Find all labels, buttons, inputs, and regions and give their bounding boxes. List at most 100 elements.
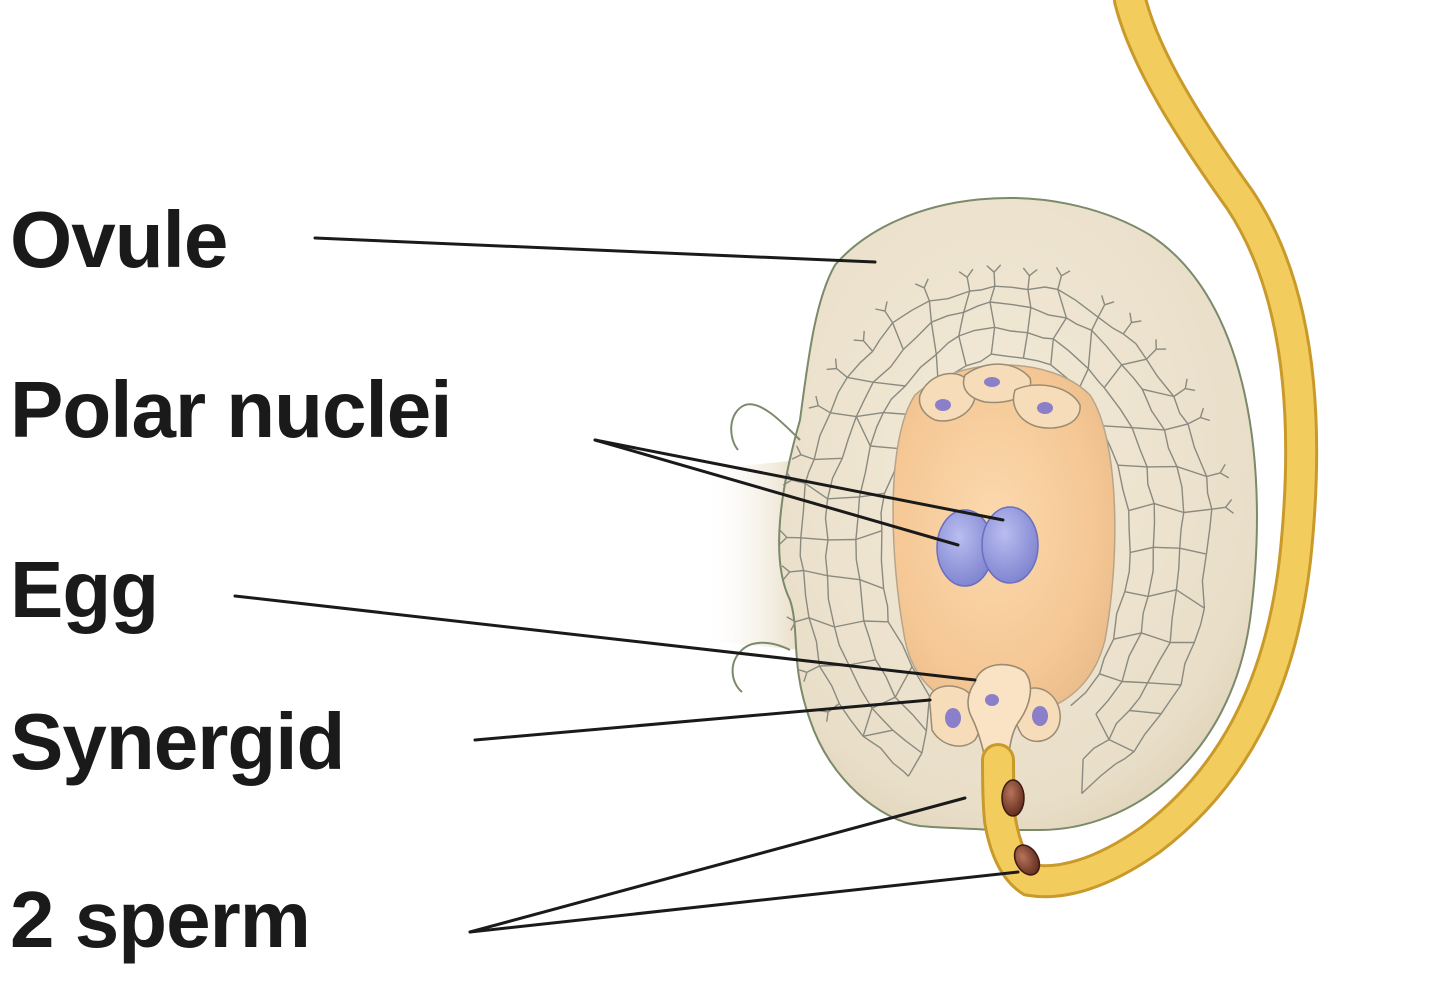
cell-wall — [863, 620, 877, 660]
cell-wall — [911, 666, 931, 697]
cell-wall — [827, 496, 860, 500]
cell-wall — [855, 539, 861, 580]
cell-branch — [986, 264, 1002, 287]
label-2-sperm: 2 sperm — [10, 875, 311, 964]
cell-wall — [958, 312, 965, 337]
label-synergid: Synergid — [10, 697, 345, 786]
cell-wall — [882, 588, 889, 622]
cell-wall — [1023, 357, 1052, 366]
cell-wall — [1057, 289, 1068, 319]
cell-wall — [1099, 673, 1123, 683]
cell-wall — [931, 311, 964, 323]
cell-wall — [880, 530, 885, 589]
cell-wall — [833, 626, 850, 666]
cell-branch — [1173, 378, 1196, 398]
cell-wall — [1176, 589, 1205, 609]
cell-wall — [875, 659, 896, 698]
cell-wall — [1052, 338, 1089, 370]
cell-wall — [1152, 503, 1156, 548]
cell-branch — [797, 665, 820, 682]
cell-wall — [1132, 427, 1165, 431]
leader-polar-a — [593, 438, 1005, 522]
cell-wall — [1130, 546, 1154, 554]
cell-wall — [1097, 316, 1124, 335]
cell-wall — [841, 416, 857, 459]
cell-wall — [856, 411, 884, 418]
cell-wall — [904, 353, 937, 387]
cell-wall — [870, 445, 899, 450]
cell-wall — [1052, 317, 1067, 340]
cell-wall — [1081, 759, 1084, 794]
funiculus — [700, 460, 800, 650]
cell-wall — [929, 290, 970, 302]
cell-branch — [1122, 312, 1142, 335]
cell-wall — [1082, 738, 1110, 760]
cell-wall — [891, 322, 904, 350]
cell-wall — [1122, 680, 1148, 684]
cell-wall — [858, 445, 871, 498]
cell-wall — [1117, 465, 1130, 511]
cell-branch — [781, 565, 804, 581]
cell-wall — [1081, 763, 1117, 795]
cell-branch — [786, 616, 810, 631]
cell-wall — [902, 321, 932, 351]
cell-wall — [1169, 589, 1178, 643]
integument-upper-lip — [730, 403, 801, 451]
cell-wall — [1121, 632, 1142, 682]
cell-wall — [800, 483, 806, 538]
cell-branch — [875, 301, 894, 324]
cell-wall — [1205, 509, 1213, 555]
cell-wall — [1030, 306, 1067, 319]
cell-wall — [1131, 427, 1148, 468]
cell-wall — [1141, 388, 1166, 431]
cell-wall — [991, 353, 1024, 359]
cell-wall — [1187, 423, 1208, 477]
cell-branch — [826, 358, 848, 378]
cell-wall — [958, 335, 967, 366]
cell-wall — [1112, 591, 1126, 640]
cell-wall — [800, 537, 829, 541]
cell-wall — [1027, 289, 1032, 308]
cell-wall — [829, 377, 848, 414]
cell-wall — [1103, 387, 1133, 429]
cell-wall — [1050, 338, 1054, 365]
cell-wall — [1027, 332, 1054, 340]
cell-wall — [1108, 710, 1130, 740]
cell-wall — [930, 322, 937, 355]
cell-wall — [824, 539, 829, 576]
cell-branch — [1097, 295, 1115, 318]
cell-wall — [1175, 548, 1181, 590]
cell-wall — [1147, 682, 1182, 686]
cell-wall — [965, 353, 992, 367]
cell-wall — [1153, 502, 1184, 514]
cell-wall — [921, 730, 928, 754]
cell-wall — [1142, 388, 1174, 398]
cell-wall — [1206, 476, 1213, 510]
cell-branch — [1022, 267, 1038, 290]
cell-wall — [1179, 512, 1185, 549]
cell-wall — [880, 493, 886, 531]
cell-wall — [1140, 596, 1149, 633]
cell-wall — [846, 350, 874, 378]
cell-wall — [1180, 642, 1195, 686]
cell-wall — [1179, 547, 1207, 555]
cell-wall — [803, 569, 828, 577]
cell-wall — [834, 620, 864, 628]
leader-lines — [233, 236, 1020, 934]
cell-wall — [994, 326, 1028, 334]
cell-wall — [872, 349, 904, 383]
cell-wall — [859, 579, 884, 590]
cell-wall — [994, 285, 1029, 291]
cell-wall — [1091, 316, 1099, 331]
cell-wall — [1193, 608, 1206, 643]
cell-branch — [958, 268, 974, 292]
cell-wall — [826, 457, 843, 499]
cell-wall — [1098, 638, 1115, 675]
cell-wall — [1070, 673, 1101, 707]
cell-wall — [989, 285, 996, 303]
cell-wall — [1176, 466, 1185, 513]
cell-wall — [1095, 681, 1123, 715]
cell-wall — [989, 301, 996, 328]
cell-wall — [814, 457, 843, 461]
cell-wall — [813, 412, 832, 460]
